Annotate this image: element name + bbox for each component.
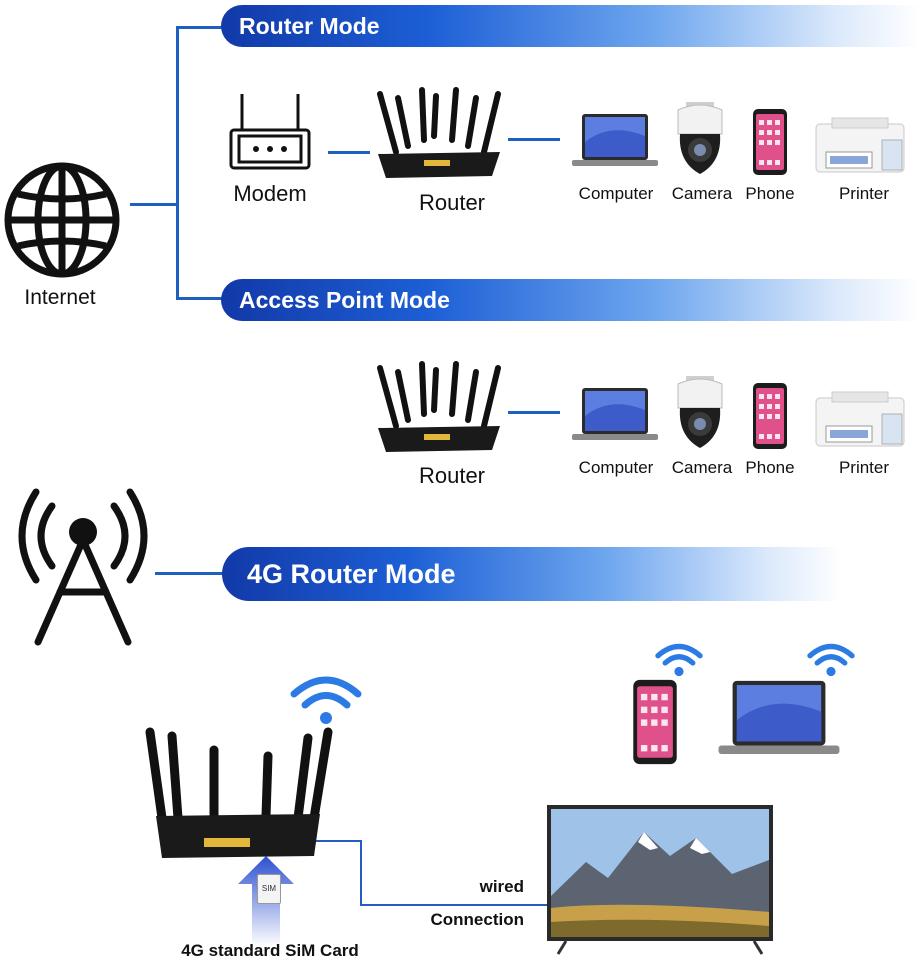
- lte-router-mode-title: 4G Router Mode: [247, 558, 456, 589]
- computer-label-2: Computer: [578, 458, 654, 477]
- access-point-mode-banner: Access Point Mode: [221, 279, 920, 321]
- printer-label-1: Printer: [838, 184, 890, 203]
- camera-icon: [677, 102, 723, 174]
- wifi-icon: [807, 643, 855, 677]
- tv-icon: [547, 805, 773, 955]
- cell-tower-icon: [18, 488, 148, 646]
- camera-label-2: Camera: [671, 458, 733, 477]
- camera-icon: [677, 376, 723, 448]
- camera-label-1: Camera: [671, 184, 733, 203]
- internet-label: Internet: [24, 286, 96, 309]
- tower-link-line: [155, 572, 225, 575]
- internet-link-line: [130, 203, 178, 206]
- router-icon: [377, 87, 501, 178]
- wifi-icon: [290, 676, 362, 724]
- router-icon: [145, 727, 333, 858]
- tree-top-branch: [176, 26, 224, 29]
- router-devices-line-1: [508, 138, 560, 141]
- phone-icon: [753, 383, 787, 449]
- router-mode-banner: Router Mode: [221, 5, 920, 47]
- modem-icon: [229, 94, 311, 170]
- wired-line-h2: [360, 904, 550, 906]
- router-label-2: Router: [418, 463, 486, 488]
- printer-label-2: Printer: [838, 458, 890, 477]
- sim-card-label: 4G standard SiM Card: [181, 941, 359, 960]
- computer-label-1: Computer: [578, 184, 654, 203]
- printer-icon: [815, 391, 905, 447]
- phone-icon: [633, 679, 677, 765]
- phone-icon: [753, 109, 787, 175]
- router-devices-line-2: [508, 411, 560, 414]
- access-point-mode-title: Access Point Mode: [239, 286, 450, 313]
- phone-label-2: Phone: [745, 458, 795, 477]
- sim-card: SIM: [257, 874, 281, 904]
- laptop-icon: [718, 680, 840, 754]
- tree-trunk-line: [176, 26, 179, 300]
- globe-icon: [4, 162, 120, 278]
- wifi-icon: [655, 643, 703, 677]
- laptop-icon: [572, 114, 658, 166]
- router-icon: [377, 361, 501, 452]
- printer-icon: [815, 117, 905, 173]
- laptop-icon: [572, 388, 658, 440]
- phone-label-1: Phone: [745, 184, 795, 203]
- wired-line-v: [360, 840, 362, 906]
- tree-bottom-branch: [176, 297, 224, 300]
- wired-label: wired: [479, 877, 524, 896]
- router-label-1: Router: [418, 190, 486, 215]
- connection-label: Connection: [430, 910, 525, 929]
- router-mode-title: Router Mode: [239, 12, 380, 39]
- modem-router-line: [328, 151, 370, 154]
- lte-router-mode-banner: 4G Router Mode: [222, 547, 842, 601]
- sim-label: SIM: [261, 884, 277, 893]
- modem-label: Modem: [233, 181, 307, 206]
- wired-line-h1: [300, 840, 362, 842]
